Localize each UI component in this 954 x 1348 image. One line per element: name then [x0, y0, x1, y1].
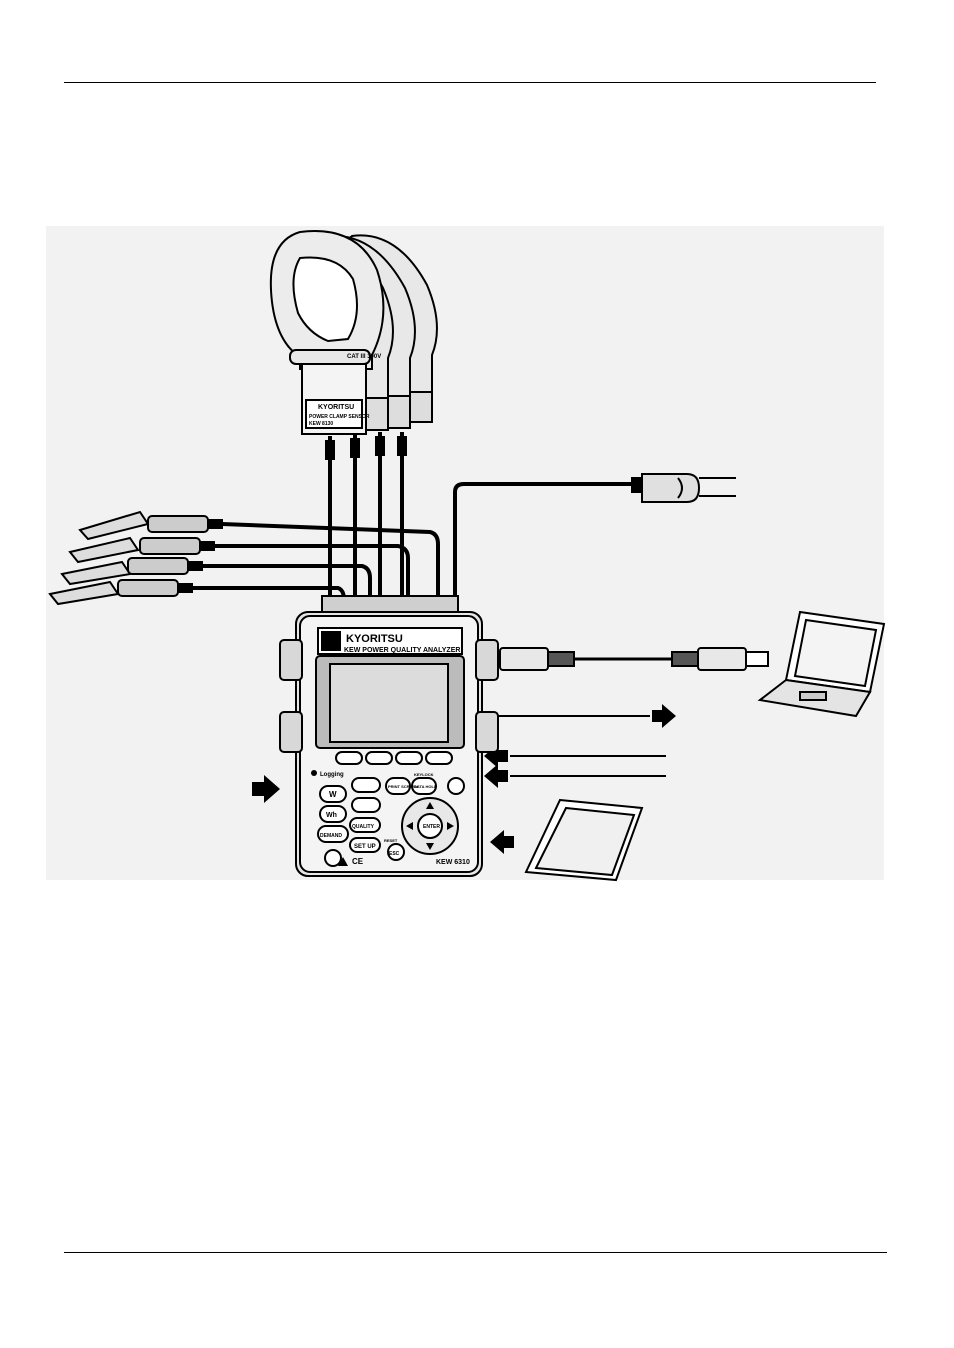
keylock-label: KEYLOCK	[414, 772, 434, 777]
enter-label: ENTER	[423, 824, 440, 830]
warning-icon	[338, 857, 348, 866]
arrow-icon	[484, 764, 508, 788]
setup-label: SET UP	[354, 844, 376, 850]
footer-rule	[64, 1252, 887, 1253]
function-key-f1[interactable]	[335, 751, 363, 765]
power-plug-icon	[631, 473, 736, 503]
w-button[interactable]	[319, 785, 347, 803]
esc-button[interactable]	[387, 843, 405, 861]
wh-label: Wh	[326, 812, 337, 819]
sd-card-icon	[524, 798, 644, 882]
data-hold-button[interactable]	[411, 777, 437, 795]
arrow-icon	[490, 830, 514, 854]
clamp-sensor-group	[269, 230, 438, 435]
arrow-icon	[652, 704, 676, 728]
voltage-probe-group	[48, 510, 223, 606]
arrow-icons	[252, 704, 676, 854]
ce-mark: CE	[352, 857, 364, 866]
print-screen-button[interactable]	[385, 777, 411, 795]
signal-lines	[484, 715, 666, 777]
clamp-sensor-icon	[269, 230, 385, 435]
harmonics-button[interactable]	[351, 797, 381, 813]
right-arrow-icon	[447, 822, 454, 830]
power-cord	[453, 482, 632, 612]
arrow-icon	[252, 775, 280, 803]
clamp-brand: KYORITSU	[318, 404, 354, 411]
function-key-f2[interactable]	[365, 751, 393, 765]
voltage-leads	[192, 522, 440, 612]
clamp-cat-label: CAT III 300V	[347, 354, 381, 360]
function-key-f4[interactable]	[425, 751, 453, 765]
device-brand: KYORITSU	[346, 633, 403, 645]
quality-label: QUALITY	[352, 824, 375, 830]
setup-button[interactable]	[349, 837, 381, 853]
voltage-probe-icon	[78, 510, 223, 541]
device-model-number: KEW 6310	[436, 859, 470, 866]
down-arrow-icon	[426, 843, 434, 850]
cursor-arrows	[406, 802, 454, 850]
function-keys	[335, 751, 453, 765]
logging-indicator	[311, 770, 317, 776]
esc-label: ESC	[389, 851, 400, 857]
arrow-icon	[484, 744, 508, 768]
print-screen-label: PRINT SCREEN	[388, 784, 418, 789]
voltage-probe-icon	[68, 536, 215, 564]
power-button[interactable]	[324, 849, 342, 867]
device-screen	[329, 663, 449, 743]
header-rule	[64, 82, 876, 83]
clamp-cable-connectors	[325, 436, 407, 460]
reset-label: RESET	[384, 838, 398, 843]
quality-button[interactable]	[349, 817, 381, 833]
logging-label: Logging	[320, 772, 344, 778]
left-arrow-icon	[406, 822, 413, 830]
backlight-button[interactable]	[447, 777, 465, 795]
voltage-probe-icon	[60, 557, 203, 586]
demand-button[interactable]	[317, 825, 349, 843]
data-hold-label: DATA HOLD	[414, 784, 437, 789]
clamp-label-line1: POWER CLAMP SENSOR	[309, 414, 370, 420]
function-key-f3[interactable]	[395, 751, 423, 765]
device-model-title: KEW POWER QUALITY ANALYZER	[344, 647, 460, 654]
clamp-label-line2: KEW 8130	[309, 421, 333, 427]
waveform-button[interactable]	[351, 777, 381, 793]
enter-button[interactable]	[417, 813, 443, 839]
up-arrow-icon	[426, 802, 434, 809]
w-label: W	[329, 790, 337, 799]
demand-label: DEMAND	[320, 833, 342, 839]
laptop-icon	[757, 610, 886, 718]
wh-button[interactable]	[319, 805, 347, 823]
